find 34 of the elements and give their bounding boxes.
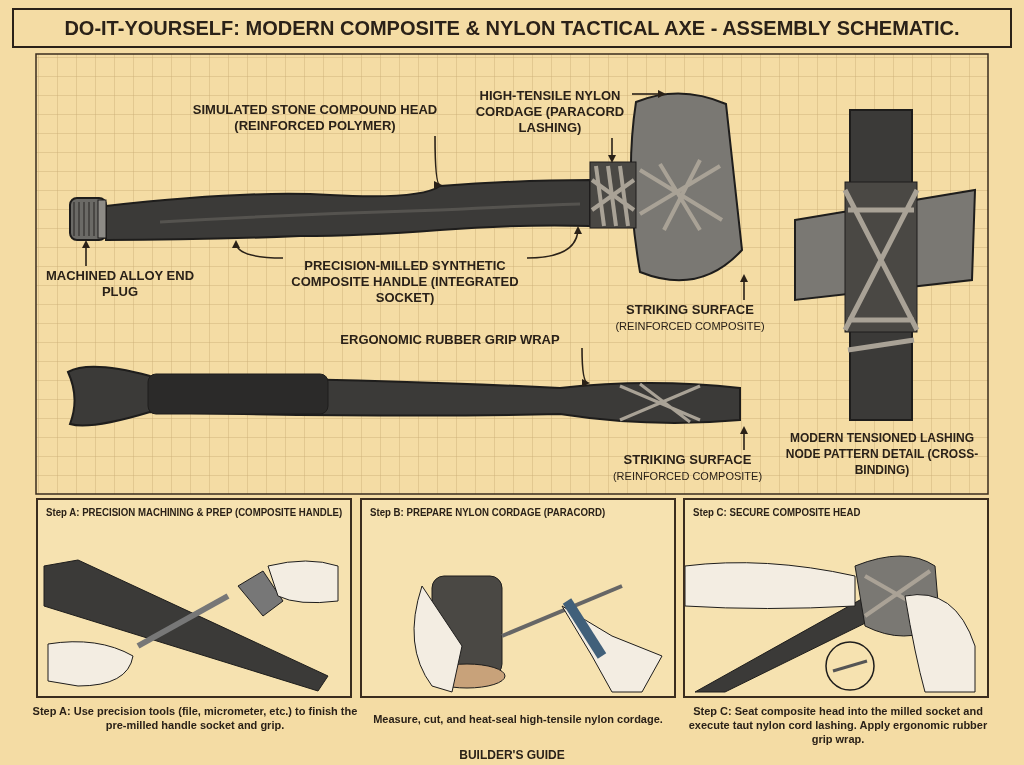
leader-line — [608, 137, 616, 163]
leader-line — [631, 90, 666, 98]
leader-line — [82, 240, 90, 267]
leader-line — [526, 226, 582, 259]
step-panel — [36, 498, 352, 698]
step-caption: Measure, cut, and heat-seal high-tensile nylon cordage. — [372, 712, 664, 726]
title-banner: DO-IT-YOURSELF: MODERN COMPOSITE & NYLON TACTICAL AXE - ASSEMBLY SCHEMATIC. — [12, 8, 1012, 48]
leader-line — [740, 426, 748, 451]
leader-line — [432, 135, 442, 187]
handle-drawing — [105, 179, 591, 241]
gripped-axe-drawing — [67, 365, 741, 427]
part-label: SIMULATED STONE COMPOUND HEAD (REINFORCED POLYMER) — [185, 102, 445, 134]
step-caption: Step C: Seat composite head into the milled socket and execute taut nylon cord lashing. Apply ergonomic rubber grip wrap. — [687, 704, 989, 746]
step-panel — [683, 498, 989, 698]
footer-caption: BUILDER'S GUIDE — [458, 748, 566, 762]
step-panel — [360, 498, 676, 698]
part-label: ERGONOMIC RUBBER GRIP WRAP — [320, 332, 580, 348]
part-label: MACHINED ALLOY END PLUG — [45, 268, 195, 300]
leader-line — [581, 347, 590, 386]
cord-lashing-drawing — [589, 161, 637, 229]
part-label: STRIKING SURFACE (REINFORCED COMPOSITE) — [600, 452, 775, 484]
step-heading: Step C: SECURE COMPOSITE HEAD — [693, 506, 861, 518]
part-label: STRIKING SURFACE (REINFORCED COMPOSITE) — [605, 302, 775, 334]
leader-line — [740, 274, 748, 301]
part-label: PRECISION-MILLED SYNTHETIC COMPOSITE HANDLE (INTEGRATED SOCKET) — [285, 258, 525, 306]
leader-line — [232, 240, 284, 259]
stone-head-drawing — [629, 92, 743, 282]
end-plug-drawing — [69, 197, 107, 241]
detail-caption: MODERN TENSIONED LASHING NODE PATTERN DETAIL (CROSS-BINDING) — [784, 430, 980, 478]
lashing-detail-drawing — [794, 109, 977, 421]
part-label: HIGH-TENSILE NYLON CORDAGE (PARACORD LASHING) — [470, 88, 630, 136]
step-heading: Step B: PREPARE NYLON CORDAGE (PARACORD) — [370, 506, 606, 518]
step-heading: Step A: PRECISION MACHINING & PREP (COMPOSITE HANDLE) — [46, 506, 343, 518]
step-caption: Step A: Use precision tools (file, micrometer, etc.) to finish the pre-milled handle socket and grip. — [31, 704, 359, 732]
